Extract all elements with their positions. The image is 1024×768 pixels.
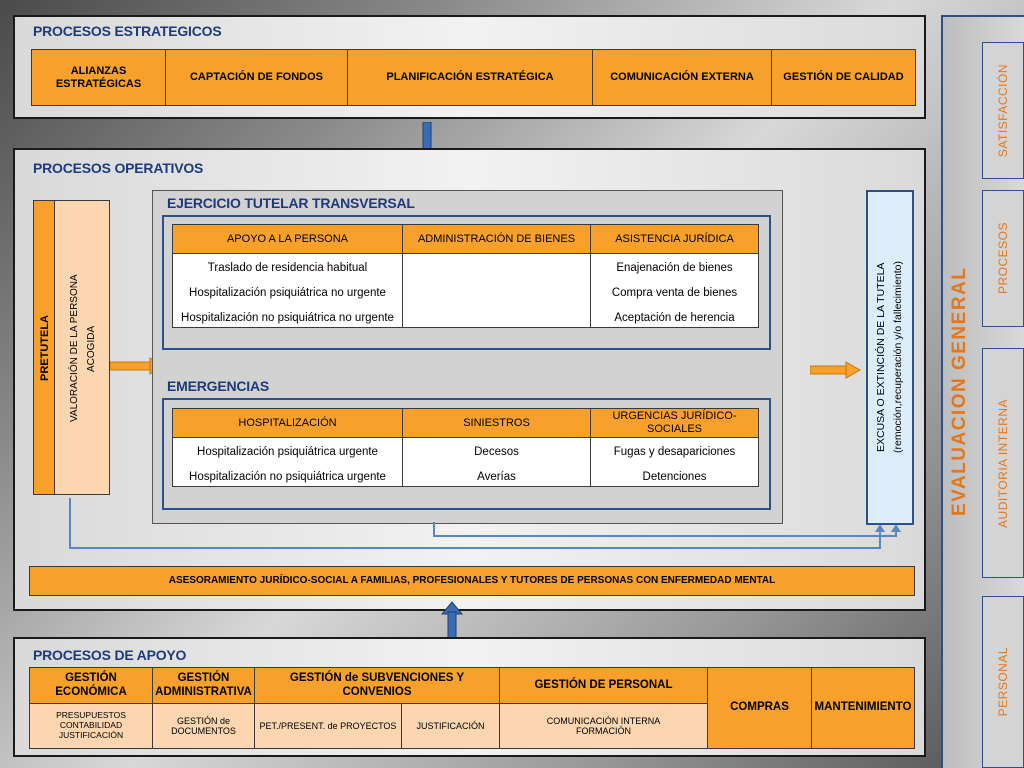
emergencias-header-hospitalizacion: HOSPITALIZACIÓN xyxy=(172,408,403,438)
strategic-processes-title: PROCESOS ESTRATEGICOS xyxy=(33,23,222,39)
strategic-processes-row: ALIANZAS ESTRATÉGICAS CAPTACIÓN DE FONDO… xyxy=(31,49,916,106)
ejercicio-header-apoyo: APOYO A LA PERSONA xyxy=(172,224,403,254)
personal-sub-2: FORMACIÓN xyxy=(576,726,631,736)
ejercicio-col-asistencia xyxy=(590,253,759,328)
emergencias-siniestros-item-1: Decesos xyxy=(474,446,519,458)
valoracion-line2: ACOGIDA xyxy=(86,325,97,372)
strategic-processes-panel: PROCESOS ESTRATEGICOS ALIANZAS ESTRATÉGI… xyxy=(13,15,926,119)
support-mantenimiento: MANTENIMIENTO xyxy=(811,667,915,749)
pretutela-box: PRETUTELA xyxy=(33,200,55,495)
emergencias-col-urgencias xyxy=(590,437,759,487)
economica-sub-2: CONTABILIDAD xyxy=(59,720,123,731)
excusa-box: EXCUSA O EXTINCIÓN DE LA TUTELA (remoció… xyxy=(866,190,914,525)
strategic-item-captacion: CAPTACIÓN DE FONDOS xyxy=(165,49,348,106)
administrativa-sub-1: GESTIÓN de xyxy=(176,715,230,726)
ejercicio-asistencia-item-1: Enajenación de bienes xyxy=(616,262,733,274)
strategic-item-planificacion: PLANIFICACIÓN ESTRATÉGICA xyxy=(347,49,593,106)
asesoramiento-bar: ASESORAMIENTO JURÍDICO-SOCIAL A FAMILIAS… xyxy=(29,566,915,596)
support-subvenciones-sub-2: JUSTIFICACIÓN xyxy=(401,703,500,749)
operative-processes-title: PROCESOS OPERATIVOS xyxy=(33,160,204,176)
support-administrativa: GESTIÓN ADMINISTRATIVA xyxy=(152,667,255,704)
emergencias-title: EMERGENCIAS xyxy=(167,378,270,394)
excusa-label: EXCUSA O EXTINCIÓN DE LA TUTELA (remoció… xyxy=(870,192,910,523)
emergencias-siniestros-item-2: Averías xyxy=(477,471,516,483)
connector-lines xyxy=(69,498,901,549)
personal-sub-1: COMUNICACIÓN INTERNA xyxy=(546,715,661,726)
administrativa-sub-2: DOCUMENTOS xyxy=(171,726,236,736)
support-economica: GESTIÓN ECONÓMICA xyxy=(29,667,153,704)
support-compras: COMPRAS xyxy=(707,667,812,749)
ejercicio-title: EJERCICIO TUTELAR TRANSVERSAL xyxy=(167,195,415,211)
economica-sub-3: JUSTIFICACIÓN xyxy=(58,729,124,740)
valoracion-box: VALORACIÓN DE LA PERSONA ACOGIDA xyxy=(54,200,110,495)
economica-sub-1: PRESUPUESTOS xyxy=(56,710,126,721)
ejercicio-box xyxy=(162,215,771,350)
evaluacion-item-procesos: PROCESOS xyxy=(982,190,1024,327)
emergencias-col-siniestros xyxy=(402,437,591,487)
administrativa-line2: ADMINISTRATIVA xyxy=(155,685,252,698)
ejercicio-asistencia-item-2: Compra venta de bienes xyxy=(611,287,738,299)
personal-label: PERSONAL xyxy=(996,647,1010,717)
emergencias-urgencias-item-1: Fugas y desapariciones xyxy=(613,446,736,458)
auditoria-label: AUDITORIA INTERNA xyxy=(996,398,1010,528)
ejercicio-apoyo-item-1: Traslado de residencia habitual xyxy=(207,262,368,274)
procesos-label: PROCESOS xyxy=(996,222,1010,295)
strategic-item-alianzas: ALIANZAS ESTRATÉGICAS xyxy=(31,49,166,106)
emergencias-hosp-item-1: Hospitalización psiquiátrica urgente xyxy=(197,446,378,458)
ejercicio-apoyo-item-3: Hospitalización no psiquiátrica no urgen… xyxy=(181,312,394,324)
excusa-line2: (remoción,recuperación y/o fallecimiento… xyxy=(892,261,904,454)
support-personal: GESTIÓN DE PERSONAL xyxy=(499,667,708,704)
satisfaccion-label: SATISFACCIÓN xyxy=(996,63,1010,158)
arrow-up-icon xyxy=(440,601,464,640)
support-subvenciones: GESTIÓN de SUBVENCIONES Y CONVENIOS xyxy=(254,667,500,704)
emergencias-header-siniestros: SINIESTROS xyxy=(402,408,591,438)
emergencias-box xyxy=(162,398,771,510)
support-administrativa-sub: GESTIÓN de DOCUMENTOS xyxy=(152,703,255,749)
excusa-line1: EXCUSA O EXTINCIÓN DE LA TUTELA xyxy=(875,262,887,453)
support-processes-title: PROCESOS DE APOYO xyxy=(33,647,187,663)
evaluacion-item-satisfaccion: SATISFACCIÓN xyxy=(982,42,1024,179)
emergencias-urgencias-item-2: Detenciones xyxy=(642,471,707,483)
emergencias-header-urgencias: URGENCIAS JURÍDICO-SOCIALES xyxy=(590,408,759,438)
emergencias-col-hospitalizacion xyxy=(172,437,403,487)
evaluacion-title: EVALUACION GENERAL xyxy=(949,266,970,517)
administrativa-line1: GESTIÓN xyxy=(177,672,230,685)
ejercicio-apoyo-item-2: Hospitalización psiquiátrica no urgente xyxy=(189,287,386,299)
ejercicio-asistencia-item-3: Aceptación de herencia xyxy=(614,312,735,324)
arrow-right-icon xyxy=(810,361,862,379)
support-personal-sub: COMUNICACIÓN INTERNA FORMACIÓN xyxy=(499,703,708,749)
evaluacion-item-auditoria: AUDITORIA INTERNA xyxy=(982,348,1024,578)
evaluacion-item-personal: PERSONAL xyxy=(982,596,1024,768)
emergencias-hosp-item-2: Hospitalización no psiquiátrica urgente xyxy=(189,471,386,483)
support-economica-sub: PRESUPUESTOS CONTABILIDAD JUSTIFICACIÓN xyxy=(29,703,153,749)
pretutela-label: PRETUTELA xyxy=(39,315,51,382)
valoracion-line1: VALORACIÓN DE LA PERSONA xyxy=(69,274,80,423)
support-subvenciones-sub-1: PET./PRESENT. de PROYECTOS xyxy=(254,703,402,749)
ejercicio-col-administracion xyxy=(402,253,591,328)
strategic-item-comunicacion: COMUNICACIÓN EXTERNA xyxy=(592,49,772,106)
valoracion-label: VALORACIÓN DE LA PERSONA ACOGIDA xyxy=(61,201,105,496)
ejercicio-header-asistencia: ASISTENCIA JURÍDICA xyxy=(590,224,759,254)
ejercicio-header-administracion: ADMINISTRACIÓN DE BIENES xyxy=(402,224,591,254)
strategic-item-calidad: GESTIÓN DE CALIDAD xyxy=(771,49,916,106)
